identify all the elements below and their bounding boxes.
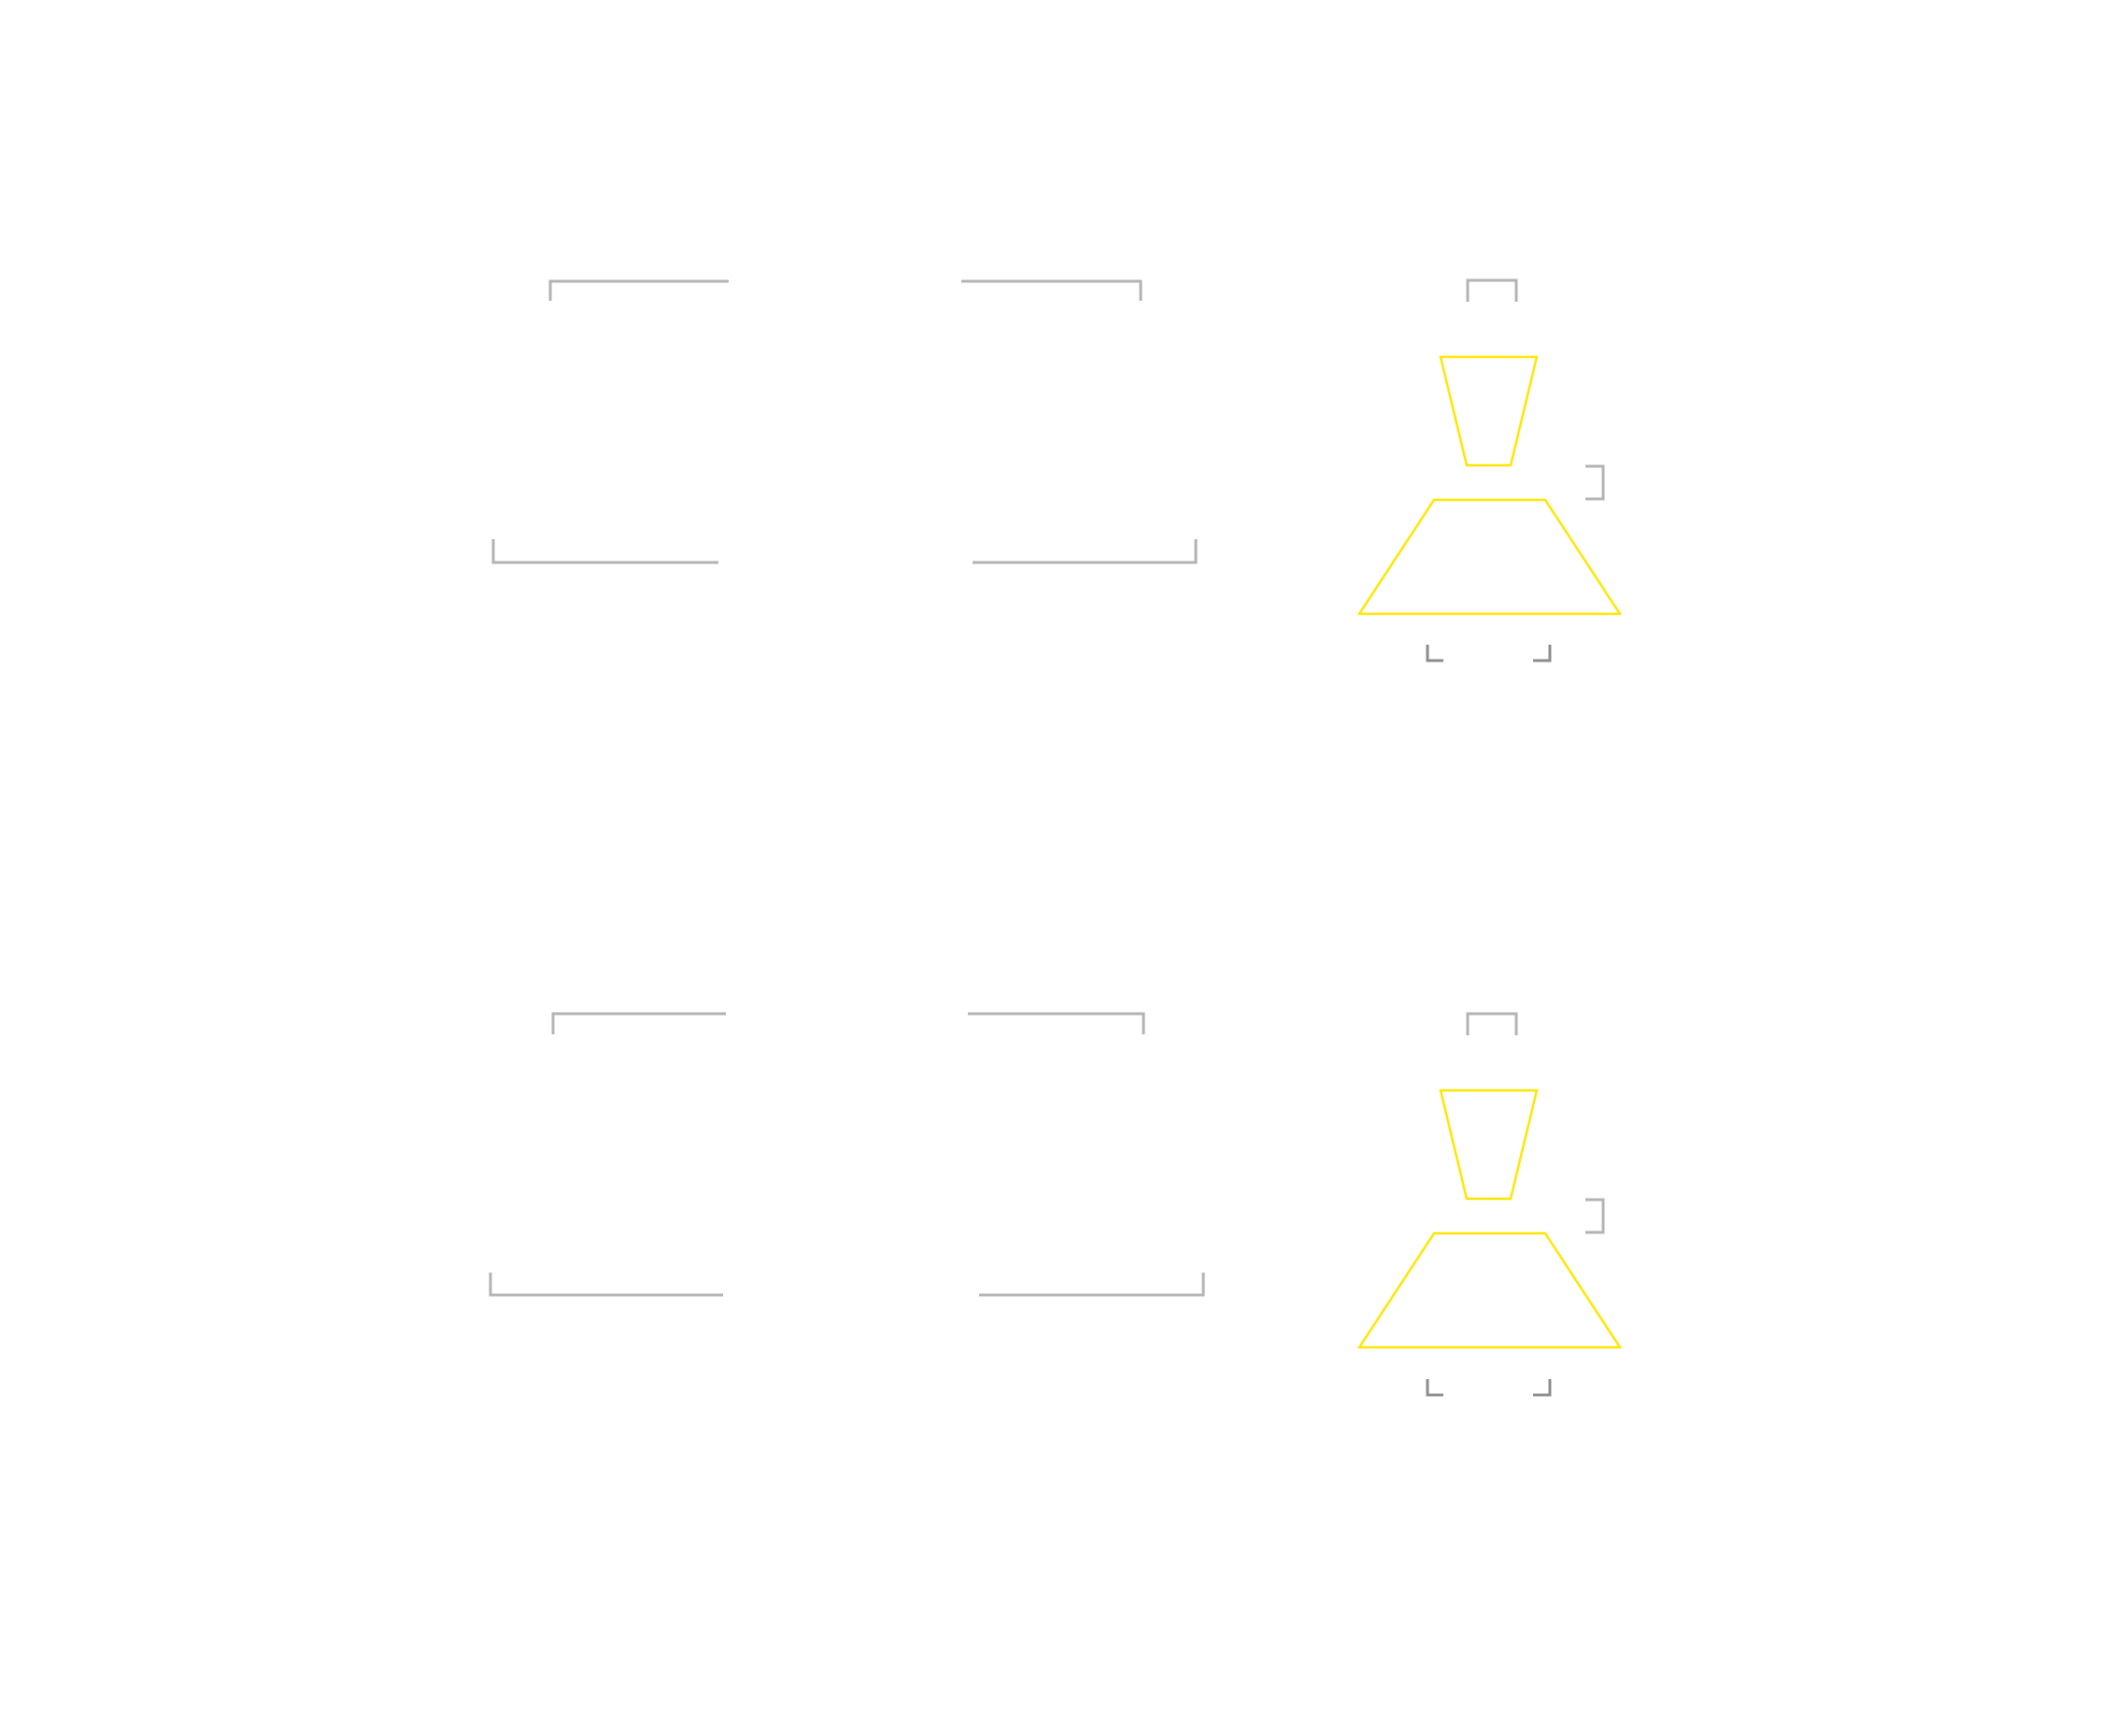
mark-right: [1585, 464, 1605, 501]
base-trapezoid: [1356, 1231, 1623, 1349]
funnel-marks: [1426, 1012, 1605, 1397]
mark-bottom-left: [1426, 1379, 1443, 1397]
bracket-bottom-right: [979, 1273, 1205, 1297]
bracket-group: [489, 1012, 1205, 1297]
inverted-trapezoid: [1439, 1089, 1539, 1201]
inverted-trapezoid: [1439, 355, 1539, 467]
bracket-bottom-left: [491, 539, 718, 564]
panel-bottom: [489, 1012, 1623, 1397]
funnel-shape: [1356, 355, 1623, 616]
bracket-group: [491, 279, 1198, 564]
base-trapezoid: [1356, 498, 1623, 616]
mark-bottom-right: [1533, 645, 1552, 662]
mark-top-cap: [1466, 1012, 1518, 1035]
mark-bottom-left: [1426, 645, 1443, 662]
funnel-shape: [1356, 1089, 1623, 1349]
bracket-top-right: [961, 279, 1143, 301]
bracket-bottom-left: [489, 1273, 723, 1297]
bracket-top-left: [548, 279, 729, 301]
bracket-top-right: [968, 1012, 1145, 1034]
bracket-top-left: [551, 1012, 726, 1034]
funnel-marks: [1426, 278, 1605, 662]
mark-right: [1585, 1198, 1605, 1234]
mark-top-cap: [1466, 278, 1518, 302]
mark-bottom-right: [1533, 1379, 1552, 1397]
bracket-bottom-right: [973, 539, 1198, 564]
panel-top: [491, 278, 1623, 662]
